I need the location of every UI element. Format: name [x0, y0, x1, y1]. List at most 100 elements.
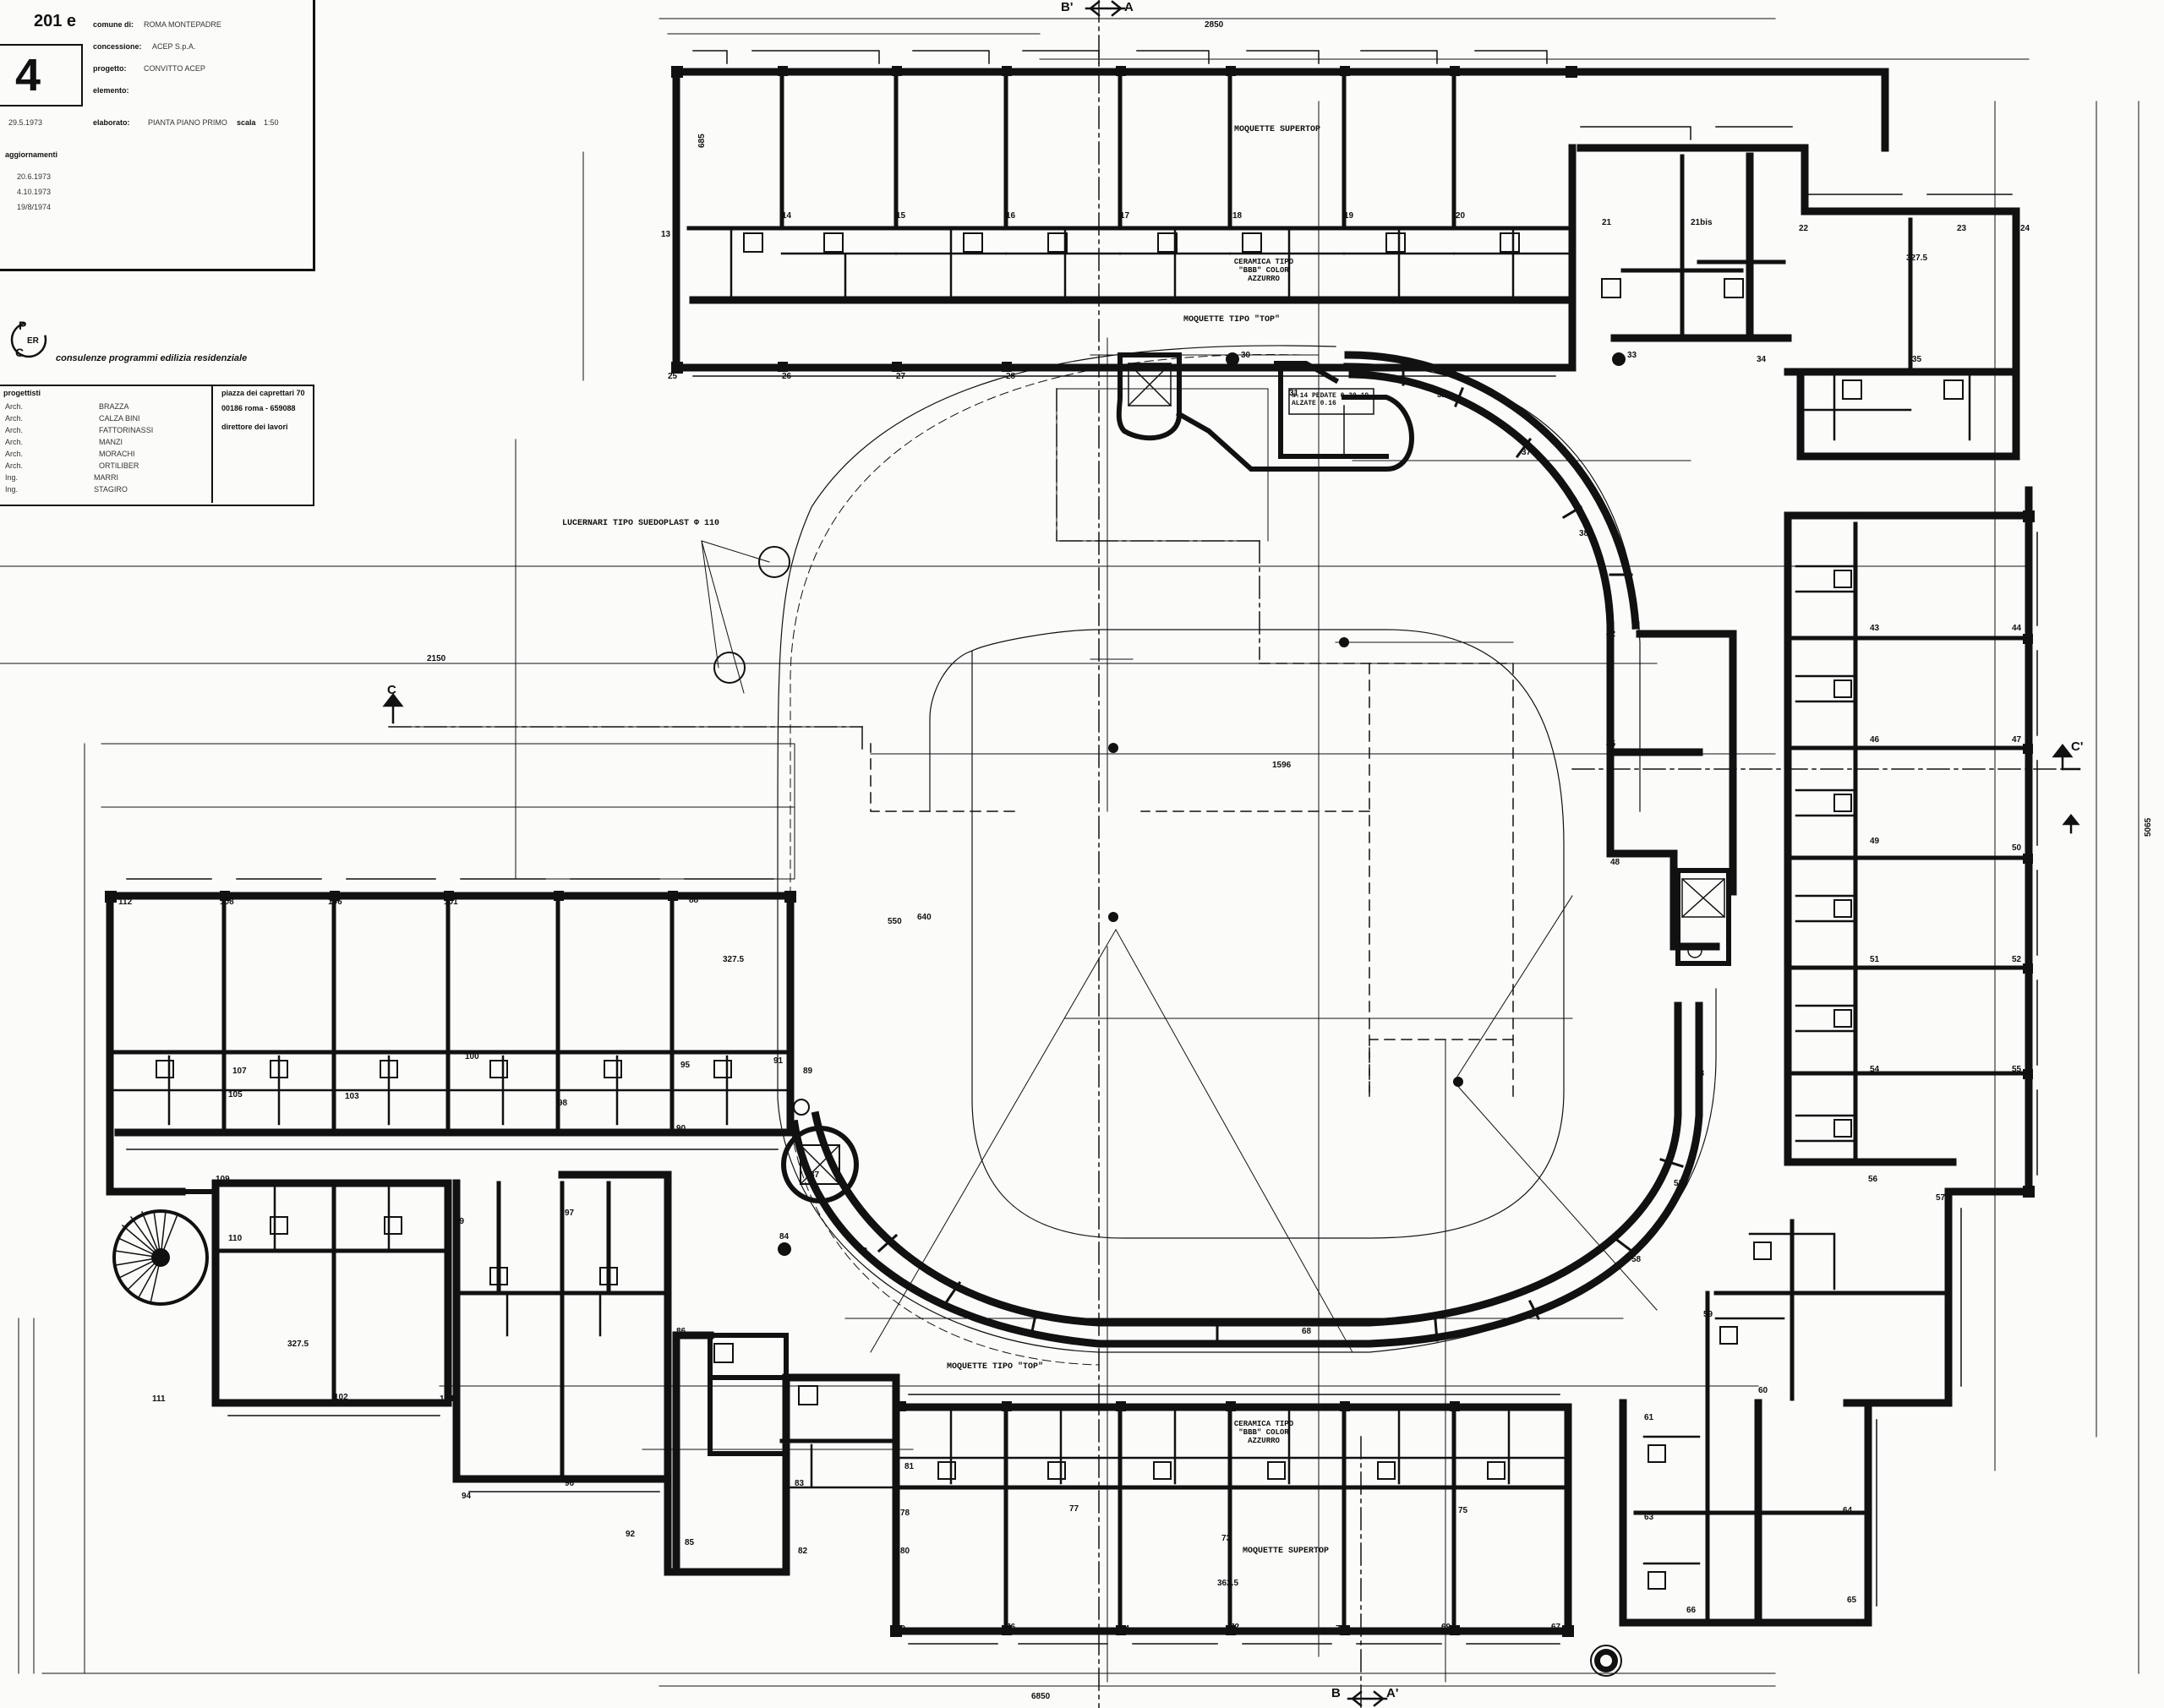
note-lucernari: LUCERNARI TIPO SUEDOPLAST Φ 110 [562, 519, 720, 528]
dim-d4: 640 [917, 913, 932, 922]
room-number: 75 [1458, 1506, 1468, 1515]
room-number: 59 [1703, 1310, 1713, 1319]
room-number: 95 [680, 1061, 691, 1070]
room-number: 102 [334, 1393, 348, 1402]
room-number: 99 [455, 1217, 465, 1226]
section-lines [388, 0, 2063, 1708]
svg-text:C: C [15, 346, 24, 359]
staff-row: Arch.MORACHI [5, 450, 135, 458]
staff-name: BRAZZA [99, 402, 129, 411]
address-line-1: piazza dei caprettari 70 [221, 389, 305, 397]
room-number: 20 [1456, 211, 1466, 221]
room-number: 54 [1870, 1065, 1880, 1074]
field-concessione-label: concessione: [93, 42, 142, 51]
note-stair: N.14 PEDATE 0.30 19 ALZATE 0.16 [1292, 392, 1369, 407]
title-block [0, 0, 315, 271]
svg-text:P: P [19, 319, 26, 332]
room-number: 28 [1006, 372, 1016, 381]
room-number: 101 [444, 898, 458, 907]
field-elaborato-value: PIANTA PIANO PRIMO [148, 118, 227, 127]
dim-d6: 535 [1674, 1179, 1688, 1188]
room-number: 92 [626, 1530, 636, 1539]
room-number: 74 [1120, 1624, 1130, 1634]
room-number: 67 [1551, 1623, 1561, 1632]
room-number: 107 [232, 1067, 247, 1076]
room-number: 98 [558, 1099, 568, 1108]
top-wing-bathrooms [730, 226, 1971, 441]
dim-d2-c: 327.5 [1906, 254, 1928, 263]
staff-row: Arch.CALZA BINI [5, 414, 140, 423]
room-number: 52 [2012, 955, 2022, 964]
bottom-wing-partitions [708, 1333, 1566, 1629]
room-number: 46 [1870, 735, 1880, 745]
staff-name: STAGIRO [94, 485, 128, 494]
room-number: 96 [565, 1479, 575, 1488]
room-number: 48 [1610, 858, 1620, 867]
columns [105, 66, 2035, 1637]
staff-role: Arch. [5, 402, 24, 411]
skylights [713, 546, 790, 684]
update-1: 20.6.1973 [17, 172, 52, 181]
room-number: 103 [345, 1092, 359, 1101]
note-moquette-top-2: MOQUETTE TIPO "TOP" [947, 1362, 1044, 1372]
room-number: 73 [1221, 1534, 1232, 1543]
section-c-left: C [387, 683, 396, 697]
room-number: 30 [1241, 351, 1251, 360]
field-progetto-label: progetto: [93, 64, 127, 73]
staff-row: Ing.MARRI [5, 473, 118, 482]
staff-name: CALZA BINI [99, 414, 140, 423]
org-name: consulenze programmi edilizia residenzia… [56, 353, 248, 363]
room-number: 43 [1870, 624, 1880, 633]
section-a-prime-bottom: A' [1386, 1686, 1399, 1700]
room-number: 23 [1957, 224, 1967, 233]
gallery-mullions [877, 362, 1684, 1345]
drawing-date: 29.5.1973 [8, 118, 43, 127]
room-number: 32 [1437, 390, 1447, 400]
room-number: 71 [1336, 1624, 1346, 1634]
update-3: 19/8/1974 [17, 203, 52, 211]
svg-text:ER: ER [27, 336, 40, 346]
note-moquette-top-1: MOQUETTE TIPO "TOP" [1183, 315, 1281, 325]
dim-bottom: 6850 [1031, 1692, 1051, 1701]
room-number: 33 [1627, 351, 1637, 360]
staff-name: MORACHI [99, 450, 135, 458]
room-number: 66 [1686, 1606, 1697, 1615]
room-number: 89 [803, 1067, 813, 1076]
room-number: 21bis [1691, 218, 1713, 227]
update-2: 4.10.1973 [17, 188, 52, 196]
room-number: 113 [110, 1187, 124, 1197]
address-line-2: 00186 roma - 659088 [221, 404, 296, 412]
room-number: 34 [1757, 355, 1767, 364]
room-number: 27 [896, 372, 906, 381]
left-wing-windows [126, 878, 779, 1492]
field-comune-label: comune di: [93, 20, 134, 29]
room-number: 40 [1851, 511, 1861, 521]
room-number: 72 [1230, 1623, 1240, 1632]
room-number: 49 [1870, 837, 1880, 846]
room-number: 83 [795, 1479, 805, 1488]
room-number: 110 [228, 1234, 243, 1243]
updates-label: aggiornamenti [5, 150, 58, 159]
staff-role: Ing. [5, 485, 19, 494]
room-number: 80 [900, 1547, 910, 1556]
construction-lines [701, 540, 1658, 1353]
room-number: 94 [462, 1492, 472, 1501]
room-number: 47 [2012, 735, 2022, 745]
top-stair [1116, 352, 1414, 472]
right-wing-partitions [1633, 521, 2027, 1621]
sheet-code: 201 e [34, 12, 77, 30]
room-number: 57 [1936, 1193, 1946, 1203]
room-number: 61 [1644, 1413, 1654, 1422]
room-number: 22 [1799, 224, 1809, 233]
room-number: 37 [1522, 448, 1532, 457]
room-number: 85 [685, 1538, 695, 1547]
staff-row: Ing. STAGIRO [5, 485, 128, 494]
room-number: 51 [1870, 955, 1880, 964]
right-wing-fixtures [1648, 570, 1852, 1590]
room-number: 60 [1758, 1386, 1768, 1395]
staff-role: Arch. [5, 461, 24, 470]
section-markers [382, 0, 2081, 1707]
section-b-prime-top: B' [1061, 0, 1074, 14]
room-number: 55 [2012, 1065, 2022, 1074]
field-comune-value: ROMA MONTEPADRE [144, 20, 221, 29]
